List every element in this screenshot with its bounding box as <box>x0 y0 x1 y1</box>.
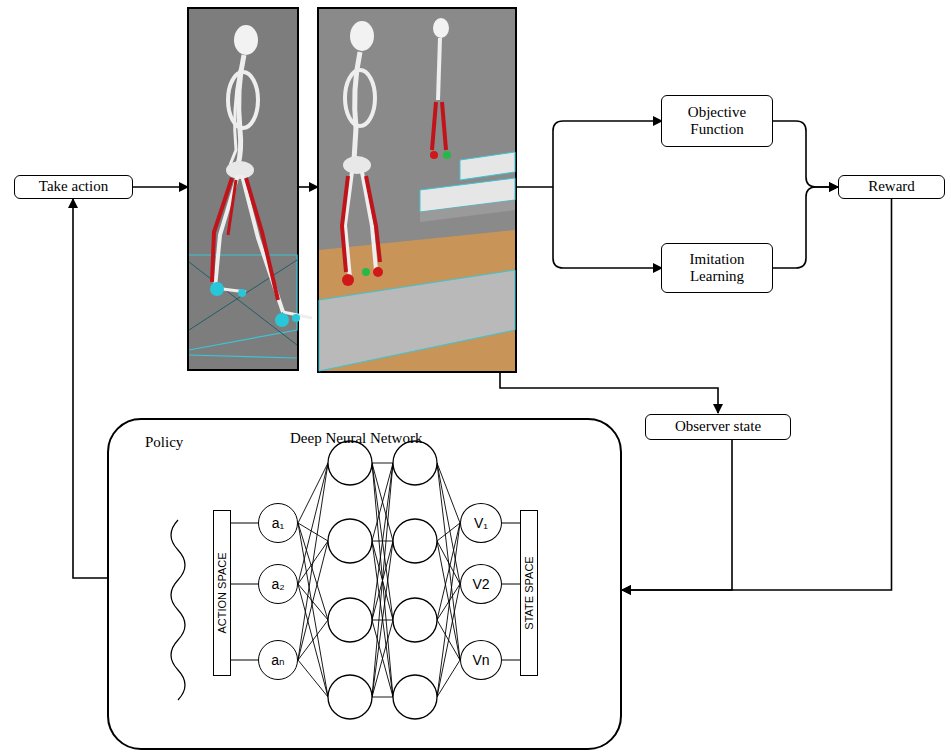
walking-sim-image <box>188 8 312 370</box>
flow-connector <box>622 199 892 590</box>
flow-arrow <box>133 121 718 413</box>
input-neuron: a₂ <box>258 564 298 604</box>
node-label: a₁ <box>272 515 285 531</box>
node-label: Objective Function <box>666 104 768 139</box>
node-label: STATE SPACE <box>523 556 535 629</box>
node-label: Reward <box>868 178 915 195</box>
flow-connector <box>773 187 838 268</box>
input-neuron: a₁ <box>258 503 298 543</box>
node-label: V2 <box>472 576 489 592</box>
neural-network <box>171 441 520 719</box>
imitation-box: Imitation Learning <box>661 243 773 293</box>
observer-box: Observer state <box>645 414 791 440</box>
node-label: a₂ <box>271 576 284 592</box>
value-neuron: Vn <box>460 640 502 680</box>
node-label: V₁ <box>474 515 488 531</box>
flow-connector <box>773 121 838 187</box>
state-space-bar: STATE SPACE <box>520 510 538 676</box>
action-box: Take action <box>14 175 133 199</box>
node-label: aₙ <box>271 652 284 668</box>
flow-connector <box>73 199 107 578</box>
reward-box: Reward <box>838 175 945 199</box>
node-label: Take action <box>39 178 108 195</box>
node-label: ACTION SPACE <box>216 552 228 633</box>
value-neuron: V₁ <box>460 503 502 543</box>
input-neuron: aₙ <box>258 640 298 680</box>
policy-panel: PolicyACTION SPACE a₁ a₂ aₙ V₁ V2Vn STATE SPAC… <box>107 418 622 750</box>
node-label: Imitation Learning <box>666 251 768 286</box>
node-label: Policy <box>145 434 183 451</box>
value-neuron: V2 <box>460 564 502 604</box>
node-label: Vn <box>472 652 489 668</box>
flow-connector <box>622 440 732 590</box>
network-title: Deep Neural Network <box>290 430 422 447</box>
node-label: Observer state <box>675 418 761 435</box>
stairs-sim-image <box>318 8 516 372</box>
action-space-bar: ACTION SPACE <box>213 510 231 676</box>
objective-box: Objective Function <box>661 95 773 147</box>
